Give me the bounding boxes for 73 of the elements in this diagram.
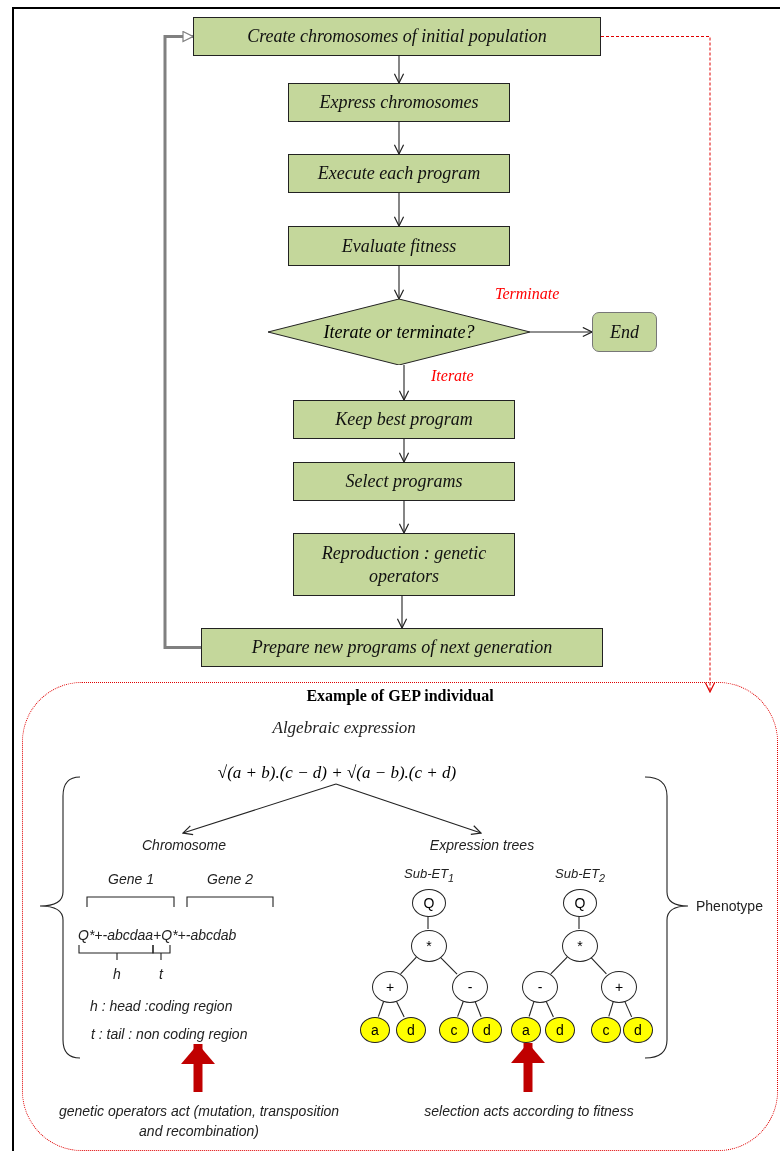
panel-heading: Example of GEP individual <box>306 687 494 705</box>
tree-branch-line <box>474 1000 482 1018</box>
process-box: Create chromosomes of initial population <box>193 17 601 56</box>
arrow <box>398 364 410 401</box>
tree-branch-line <box>608 1000 614 1017</box>
leaf-node-circle: a <box>360 1017 390 1043</box>
process-box: Keep best program <box>293 400 515 439</box>
gene-label: Gene 1 <box>108 870 154 889</box>
block-arrow <box>181 1044 215 1092</box>
branch-label: Chromosome <box>129 836 239 854</box>
arrow <box>393 121 405 155</box>
leaf-node-circle: a <box>511 1017 541 1043</box>
decision-text: Iterate or terminate? <box>323 321 475 343</box>
decision-diamond <box>268 299 530 365</box>
region-letter: h <box>113 965 121 984</box>
arrow <box>398 500 410 534</box>
tree-branch-line <box>528 1000 535 1018</box>
terminal-box: End <box>592 312 657 352</box>
arrow <box>335 783 482 835</box>
arrow <box>398 438 410 463</box>
tree-node-circle: Q <box>563 889 597 917</box>
tree-node-circle: * <box>411 930 447 962</box>
tree-branch-line <box>395 1000 405 1018</box>
arrow <box>393 265 405 300</box>
process-box: Reproduction : genetic operators <box>293 533 515 596</box>
tree-branch-line <box>439 956 458 975</box>
leaf-node-circle: d <box>472 1017 502 1043</box>
tree-branch-line <box>427 915 429 930</box>
tree-node-circle: * <box>562 930 598 962</box>
process-box: Prepare new programs of next generation <box>201 628 603 667</box>
process-box: Execute each program <box>288 154 510 193</box>
subtree-label: Sub-ET$_{2}$ <box>555 865 606 886</box>
arrow <box>393 55 405 84</box>
branch-label: Expression trees <box>421 836 543 854</box>
block-arrow <box>511 1043 545 1092</box>
tree-node-circle: - <box>452 971 488 1003</box>
arrow <box>600 36 716 693</box>
region-letter: t <box>159 965 163 984</box>
leaf-node-circle: d <box>545 1017 575 1043</box>
tree-branch-line <box>550 956 568 975</box>
tree-branch-line <box>377 1000 385 1018</box>
leaf-node-circle: c <box>439 1017 469 1043</box>
leaf-node-circle: d <box>623 1017 653 1043</box>
subheading: Algebraic expression <box>272 718 416 738</box>
process-box: Express chromosomes <box>288 83 510 122</box>
tree-branch-line <box>545 1000 554 1018</box>
arrow <box>529 326 593 338</box>
subtree-label: Sub-ET$_{1}$ <box>404 865 455 886</box>
tree-branch-line <box>400 956 417 975</box>
tree-branch-line <box>624 1000 633 1018</box>
leaf-node-circle: d <box>396 1017 426 1043</box>
tree-node-circle: - <box>522 971 558 1003</box>
caption: genetic operators act (mutation, transposition and recombination) <box>49 1101 349 1143</box>
phenotype-label: Phenotype <box>696 897 763 916</box>
tree-node-circle: + <box>601 971 637 1003</box>
tree-branch-line <box>590 956 607 975</box>
arrow <box>393 192 405 227</box>
legend-text: h : head :coding region <box>90 997 233 1016</box>
tree-branch-line <box>457 1000 464 1018</box>
legend-text: t : tail : non coding region <box>91 1024 291 1044</box>
formula: √(a + b).(c − d) + √(a − b).(c + d) <box>177 759 497 787</box>
process-box: Evaluate fitness <box>288 226 510 266</box>
arrow <box>396 595 408 629</box>
loop-arrow <box>163 30 201 649</box>
leaf-node-circle: c <box>591 1017 621 1043</box>
chromosome-string: Q*+-abcdaa+Q*+-abcdab <box>78 926 237 945</box>
tree-node-circle: + <box>372 971 408 1003</box>
process-box: Select programs <box>293 462 515 501</box>
tree-node-circle: Q <box>412 889 446 917</box>
tree-branch-line <box>578 915 580 930</box>
caption: selection acts according to fitness <box>419 1101 639 1121</box>
gene-label: Gene 2 <box>207 870 253 889</box>
arrow <box>182 783 337 836</box>
